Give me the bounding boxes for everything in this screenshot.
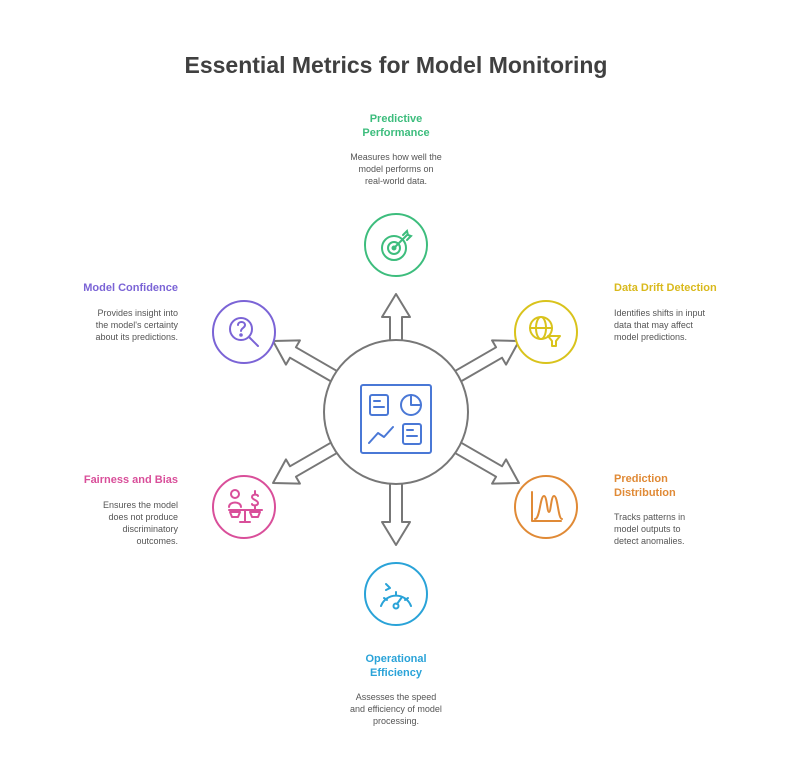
distribution-curve-icon	[531, 491, 563, 522]
desc-line: outcomes.	[136, 536, 178, 546]
desc-line: Tracks patterns in	[614, 512, 686, 522]
label-line: Distribution	[614, 487, 676, 499]
label-prediction-distribution: Prediction Distribution	[614, 472, 774, 500]
desc-line: the model's certainty	[95, 320, 178, 330]
desc-fairness-and-bias: Ensures the model does not produce discr…	[18, 499, 178, 547]
label-data-drift-detection: Data Drift Detection	[614, 281, 774, 295]
label-line: Prediction	[614, 473, 668, 485]
desc-model-confidence: Provides insight into the model's certai…	[18, 307, 178, 343]
desc-line: Ensures the model	[102, 500, 178, 510]
desc-line: real-world data.	[364, 176, 428, 186]
label-line: Performance	[362, 127, 430, 139]
desc-line: does not produce	[108, 512, 178, 522]
label-line: Fairness and Bias	[83, 474, 178, 486]
node-data-drift-detection	[514, 300, 578, 364]
node-operational-efficiency	[364, 562, 428, 626]
desc-line: model predictions.	[614, 332, 688, 342]
label-line: Operational	[365, 653, 427, 665]
desc-line: model outputs to	[614, 524, 681, 534]
desc-line: Provides insight into	[97, 308, 178, 318]
label-predictive-performance: Predictive Performance	[326, 112, 466, 140]
desc-line: model performs on	[358, 164, 434, 174]
arrow-down	[381, 479, 411, 546]
desc-line: data that may affect	[614, 320, 693, 330]
desc-line: processing.	[372, 716, 420, 726]
desc-line: detect anomalies.	[614, 536, 685, 546]
hub-circle	[323, 339, 469, 485]
label-operational-efficiency: Operational Efficiency	[326, 652, 466, 680]
node-prediction-distribution	[514, 475, 578, 539]
label-fairness-and-bias: Fairness and Bias	[18, 473, 178, 487]
desc-operational-efficiency: Assesses the speed and efficiency of mod…	[316, 691, 476, 727]
speedometer-icon	[380, 583, 412, 610]
label-model-confidence: Model Confidence	[18, 281, 178, 295]
node-fairness-and-bias	[212, 475, 276, 539]
dashboard-icon	[360, 384, 432, 454]
hub-with-arrows	[272, 293, 520, 546]
head-question-icon	[229, 317, 259, 347]
desc-line: Measures how well the	[350, 152, 442, 162]
node-predictive-performance	[364, 213, 428, 277]
desc-data-drift-detection: Identifies shifts in input data that may…	[614, 307, 774, 343]
node-model-confidence	[212, 300, 276, 364]
label-line: Efficiency	[370, 667, 422, 679]
desc-predictive-performance: Measures how well the model performs on …	[316, 151, 476, 187]
desc-line: Assesses the speed	[355, 692, 437, 702]
diagram-title: Essential Metrics for Model Monitoring	[184, 52, 608, 78]
label-line: Model Confidence	[83, 282, 178, 294]
desc-line: discriminatory	[122, 524, 178, 534]
target-arrow-icon	[381, 229, 413, 261]
arrow-up	[381, 293, 411, 346]
desc-line: about its predictions.	[95, 332, 178, 342]
scale-person-dollar-icon	[228, 489, 263, 523]
desc-prediction-distribution: Tracks patterns in model outputs to dete…	[614, 511, 774, 547]
desc-line: Identifies shifts in input	[614, 308, 706, 318]
label-line: Data Drift Detection	[614, 282, 717, 294]
globe-funnel-icon	[529, 316, 561, 347]
label-line: Predictive	[369, 113, 423, 125]
desc-line: and efficiency of model	[350, 704, 442, 714]
